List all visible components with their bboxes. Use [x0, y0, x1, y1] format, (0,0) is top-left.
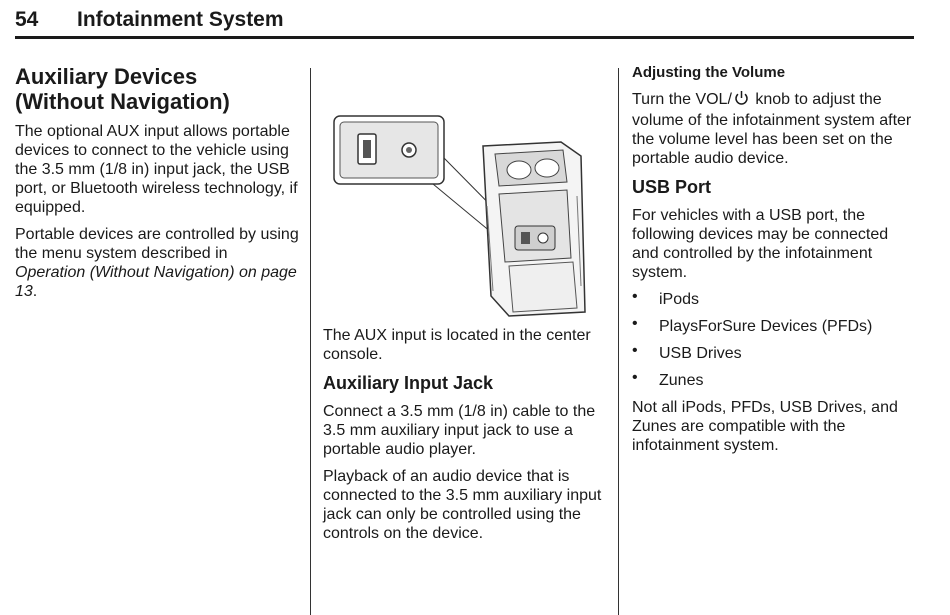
- column-3: Adjusting the Volume Turn the VOL/ knob …: [632, 64, 917, 463]
- column-divider: [310, 68, 311, 615]
- volume-text-end: knob to adjust the volume of the infotai…: [632, 91, 912, 167]
- list-item: • Zunes: [632, 369, 917, 390]
- device-label: PlaysForSure Devices (PFDs): [659, 318, 873, 335]
- aux-panel-closeup: [333, 115, 445, 185]
- list-item: • iPods: [632, 288, 917, 309]
- page-number: 54: [15, 8, 39, 31]
- controls-paragraph: Portable devices are controlled by using…: [15, 225, 300, 301]
- power-icon: [734, 90, 749, 111]
- usb-intro-paragraph: For vehicles with a USB port, the follow…: [632, 207, 889, 281]
- column-divider: [618, 68, 619, 615]
- device-label: iPods: [659, 291, 700, 308]
- compatibility-note: Not all iPods, PFDs, USB Drives, and Zun…: [632, 399, 898, 454]
- column-2: The AUX input is located in the center c…: [323, 64, 608, 551]
- aux-location-caption: The AUX input is located in the center c…: [323, 327, 591, 363]
- aux-connect-paragraph: Connect a 3.5 mm (1/8 in) cable to the 3…: [323, 403, 596, 458]
- list-item: • PlaysForSure Devices (PFDs): [632, 315, 917, 336]
- cross-reference-link[interactable]: Operation (Without Navigation) on page 1…: [15, 264, 297, 300]
- list-item: • USB Drives: [632, 342, 917, 363]
- bullet: •: [632, 369, 638, 386]
- volume-paragraph: Turn the VOL/ knob to adjust the volume …: [632, 90, 917, 168]
- bullet: •: [632, 315, 638, 332]
- usb-port-heading: USB Port: [632, 177, 712, 197]
- adjusting-volume-heading: Adjusting the Volume: [632, 64, 786, 81]
- center-console: [482, 141, 586, 317]
- device-label: USB Drives: [659, 345, 742, 362]
- title-line-1: Auxiliary Devices: [15, 64, 198, 89]
- page-header: 54 Infotainment System: [15, 8, 914, 39]
- controls-text: Portable devices are controlled by using…: [15, 226, 299, 262]
- bullet: •: [632, 288, 638, 305]
- usb-device-list: • iPods • PlaysForSure Devices (PFDs) • USB…: [632, 288, 917, 390]
- title-line-2: (Without Navigation): [15, 89, 230, 114]
- section-title: Infotainment System: [77, 8, 284, 31]
- bullet: •: [632, 342, 638, 359]
- device-label: Zunes: [659, 372, 704, 389]
- controls-end: .: [32, 283, 38, 300]
- aux-intro-paragraph: The optional AUX input allows portable d…: [15, 123, 298, 216]
- aux-playback-paragraph: Playback of an audio device that is conn…: [323, 468, 602, 542]
- volume-text-start: Turn the VOL/: [632, 91, 732, 108]
- column-1: Auxiliary Devices (Without Navigation) T…: [15, 64, 300, 309]
- aux-devices-title: Auxiliary Devices (Without Navigation): [15, 64, 300, 114]
- aux-input-jack-heading: Auxiliary Input Jack: [323, 373, 494, 393]
- aux-usb-console-illustration: [323, 86, 608, 318]
